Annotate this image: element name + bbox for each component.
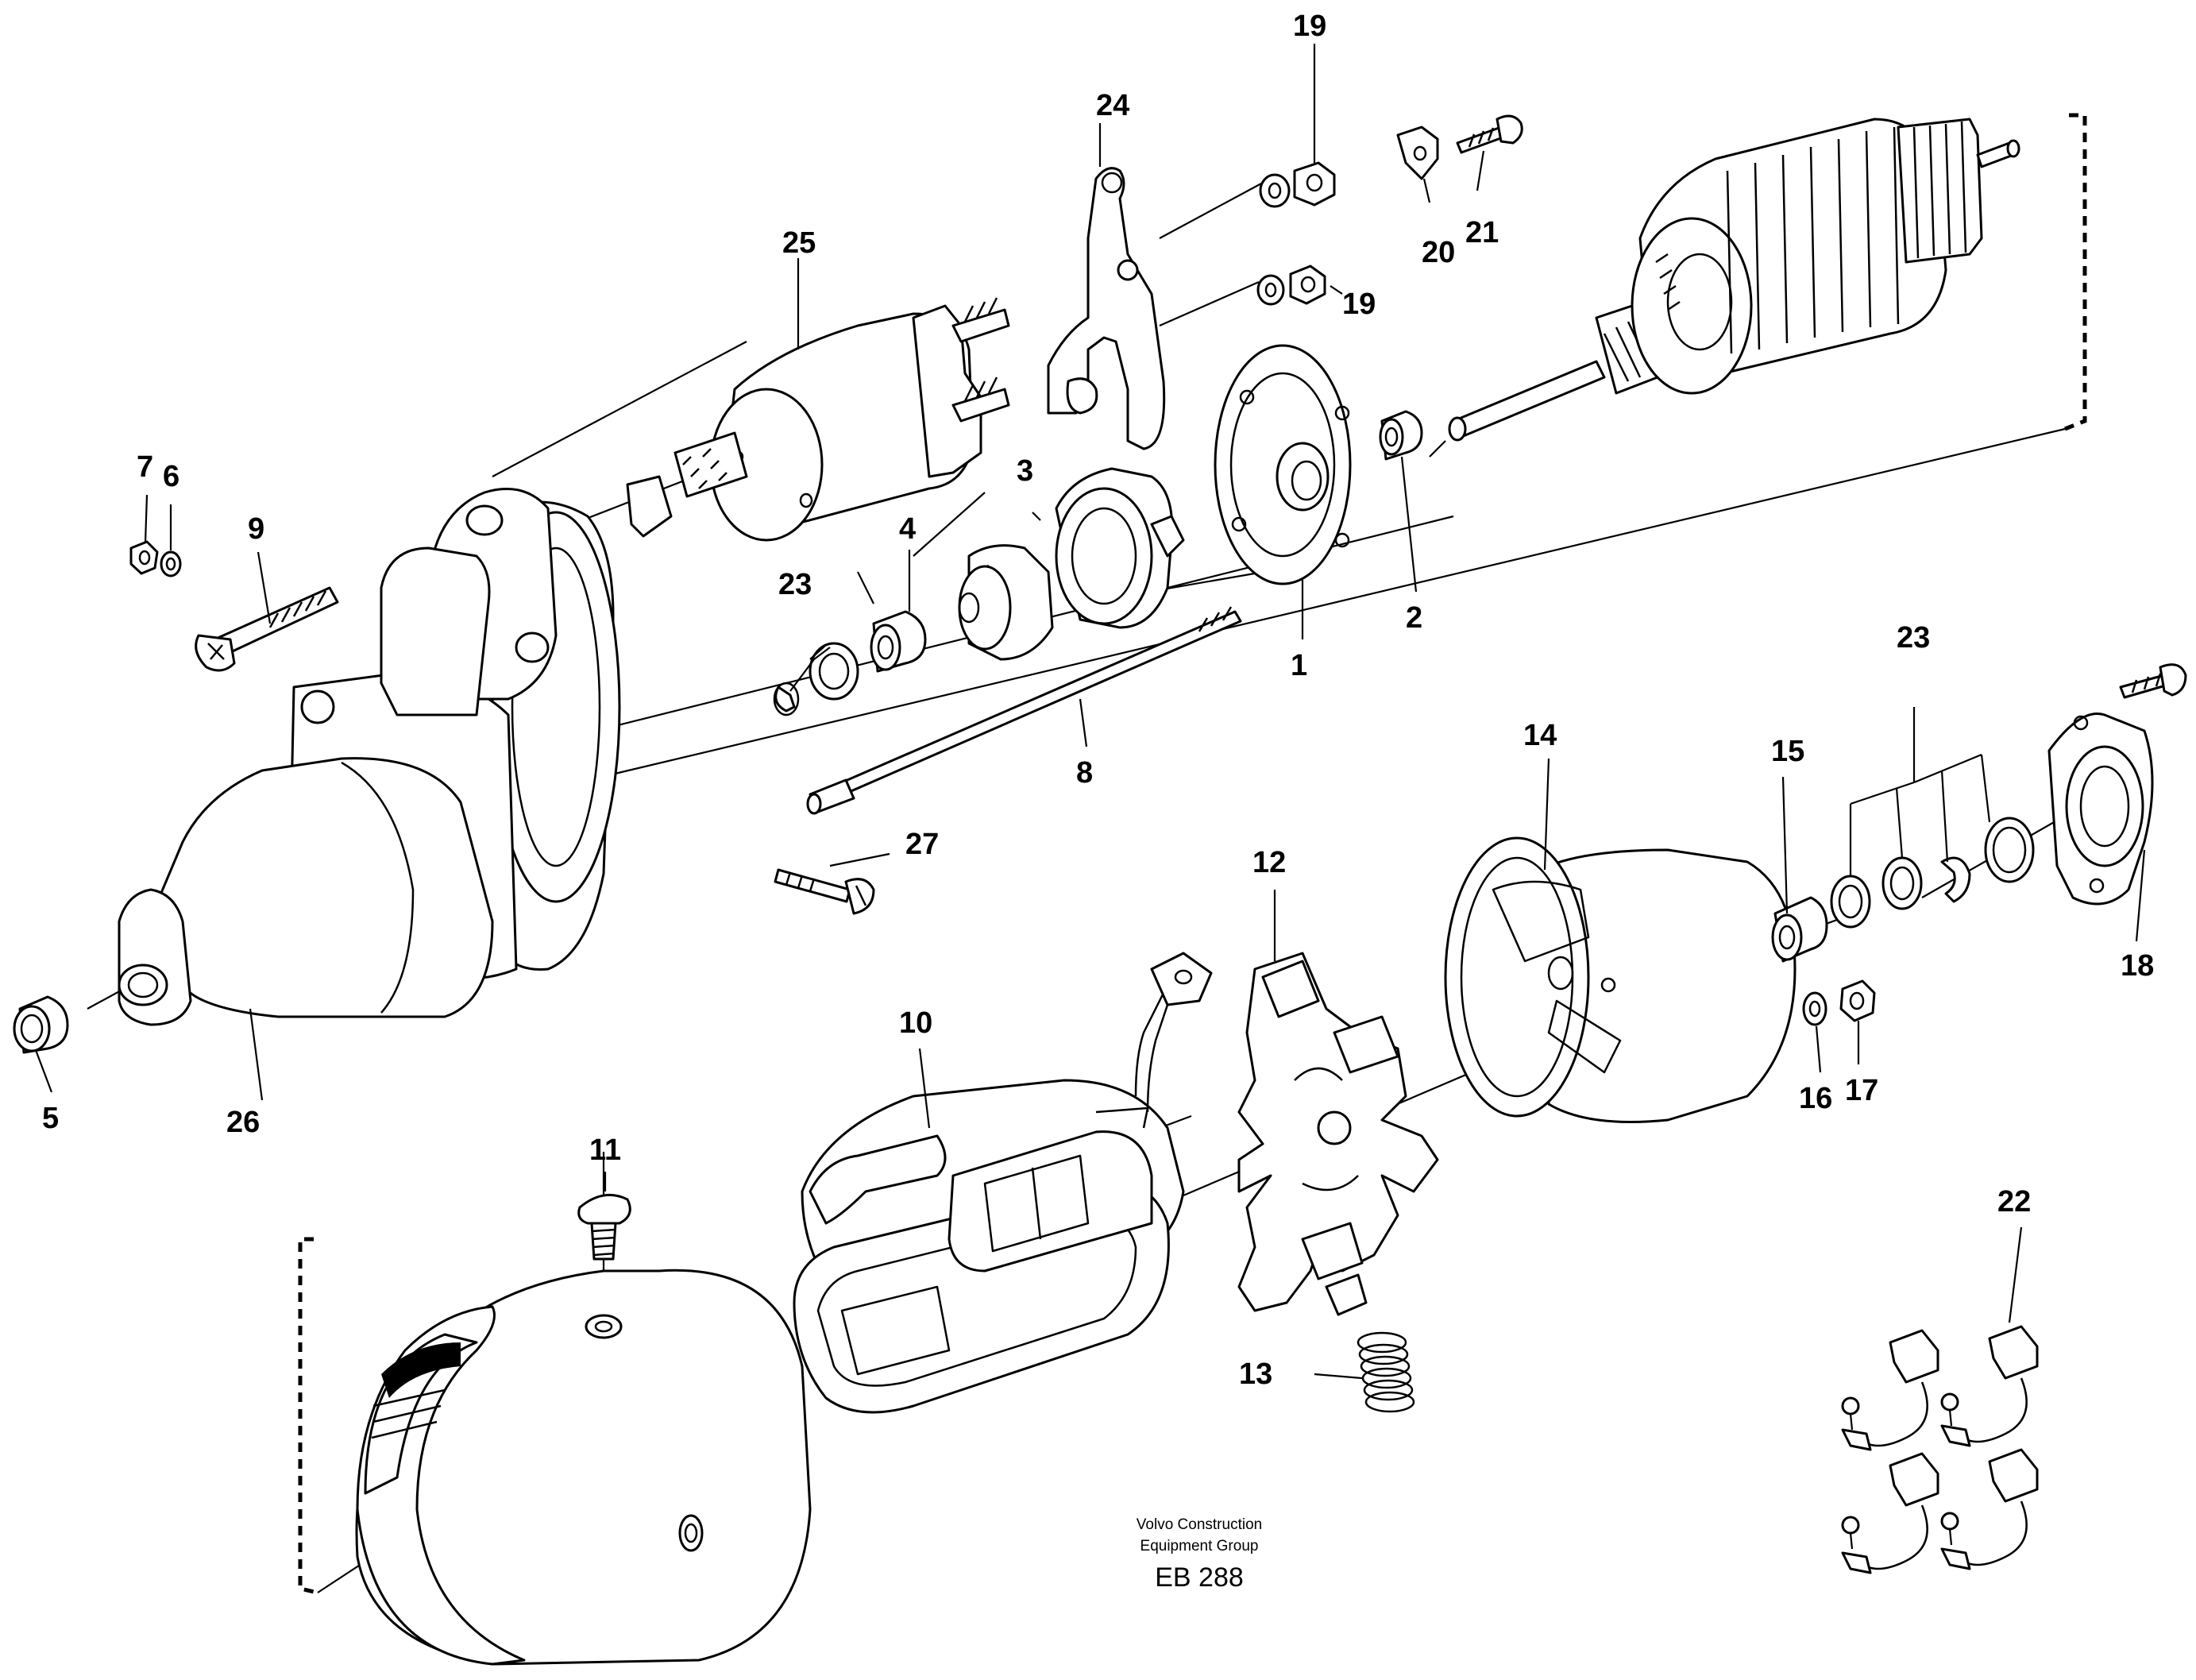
brush-holder-12 [1237, 952, 1439, 1316]
field-frame-yoke [355, 1269, 812, 1666]
callout-9: 9 [248, 512, 264, 546]
callout-19-lower: 19 [1342, 288, 1376, 321]
callout-6: 6 [163, 460, 179, 493]
rings-23-front [773, 642, 859, 716]
brush-22d [1940, 1448, 2039, 1570]
screw-11 [577, 1193, 631, 1261]
washer-6 [160, 550, 182, 577]
brush-22b [1940, 1325, 2039, 1447]
bushing-2 [1379, 410, 1423, 461]
callout-8: 8 [1076, 756, 1093, 790]
callout-26: 26 [226, 1106, 260, 1139]
callout-17: 17 [1845, 1074, 1878, 1107]
callout-2: 2 [1406, 601, 1422, 635]
callout-24: 24 [1096, 89, 1129, 122]
callout-10: 10 [899, 1006, 932, 1040]
leader-lines [34, 44, 2146, 1380]
screw-21 [1456, 114, 1523, 154]
spring-13 [1357, 1331, 1415, 1413]
bushing-4 [870, 610, 927, 673]
nut-17 [1839, 979, 1876, 1022]
brush-22c [1841, 1452, 1939, 1574]
callout-3: 3 [1017, 454, 1033, 488]
publisher-credit: Volvo Construction Equipment Group EB 28… [1137, 1516, 1262, 1593]
screw-18 [2119, 663, 2187, 699]
callout-14: 14 [1523, 719, 1557, 752]
credit-line-1: Volvo Construction [1137, 1516, 1262, 1533]
drive-end-housing [118, 488, 621, 1026]
callout-21: 21 [1465, 216, 1499, 249]
callout-16: 16 [1799, 1082, 1832, 1115]
illustration-code: EB 288 [1155, 1562, 1244, 1593]
nut-washer-19-upper [1259, 161, 1336, 208]
brush-set-22 [1841, 1325, 2039, 1574]
callout-5: 5 [42, 1102, 59, 1135]
field-coil-10 [793, 952, 1213, 1414]
brush-22a [1841, 1329, 1939, 1451]
callout-22: 22 [1997, 1185, 2031, 1218]
callout-20: 20 [1422, 236, 1455, 269]
nut-7 [129, 540, 159, 575]
callout-15: 15 [1771, 735, 1804, 768]
callout-18: 18 [2121, 949, 2154, 983]
end-plate-1 [1214, 344, 1352, 585]
callout-23-front: 23 [778, 568, 812, 601]
callout-19-upper: 19 [1293, 10, 1326, 43]
bushing-5 [13, 995, 69, 1054]
drive-pinion-3 [958, 467, 1185, 661]
credit-line-2: Equipment Group [1140, 1538, 1259, 1554]
callout-11: 11 [589, 1134, 621, 1167]
screw-27 [774, 868, 875, 915]
end-cap-18 [2047, 713, 2154, 906]
callout-12: 12 [1252, 846, 1286, 879]
callout-7: 7 [137, 450, 153, 484]
lever-24 [1047, 167, 1166, 450]
callout-4: 4 [899, 512, 916, 546]
clip-20 [1396, 126, 1439, 180]
callout-labels: 1 2 3 4 5 6 7 8 9 10 11 12 13 14 15 16 1… [42, 10, 2154, 1391]
washer-16 [1802, 991, 1827, 1026]
callout-27: 27 [905, 828, 939, 861]
callout-1: 1 [1291, 649, 1307, 682]
commutator-end-cover-14 [1444, 836, 1797, 1123]
callout-25: 25 [782, 226, 816, 260]
bolt-9 [195, 586, 339, 672]
rings-23-rear [1830, 817, 2035, 929]
armature [1448, 118, 2020, 442]
nut-washer-19-lower [1256, 265, 1326, 306]
solenoid-25 [626, 297, 1010, 542]
callout-13: 13 [1239, 1358, 1272, 1391]
through-bolt-8 [806, 606, 1242, 815]
callout-23-rear: 23 [1897, 621, 1930, 655]
bushing-15 [1771, 896, 1828, 963]
